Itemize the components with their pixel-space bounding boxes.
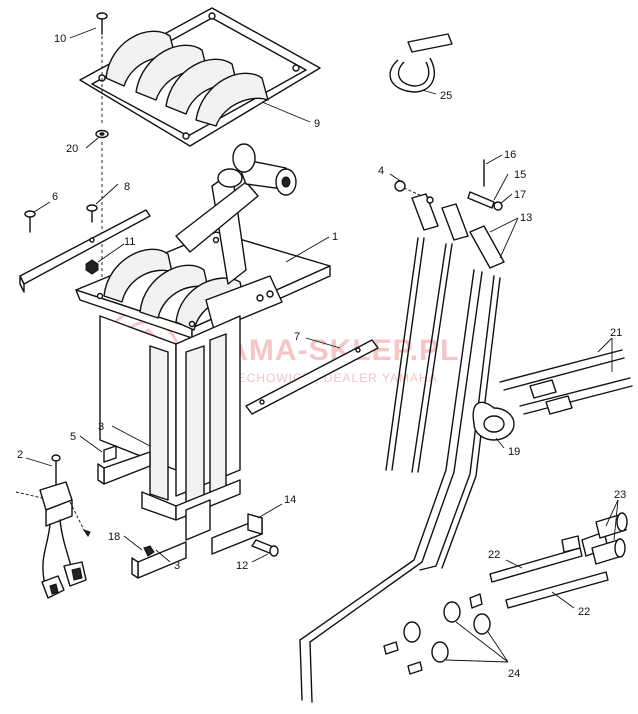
callout-21: 21: [610, 327, 622, 339]
callout-5: 5: [70, 431, 76, 443]
callout-6: 6: [52, 191, 58, 203]
callout-23: 23: [614, 489, 626, 501]
callout-19: 19: [508, 446, 520, 458]
callout-20: 20: [66, 143, 78, 155]
callout-14: 14: [284, 494, 296, 506]
callout-3-upper: 3: [98, 421, 104, 433]
control-box-assembly: [75, 143, 331, 541]
bracket-strap: [245, 339, 379, 415]
callout-16: 16: [504, 149, 516, 161]
callout-11: 11: [124, 236, 135, 248]
callout-1: 1: [332, 231, 338, 243]
callout-25: 25: [440, 90, 452, 102]
callout-4: 4: [378, 165, 384, 177]
callout-22-upper: 22: [488, 549, 500, 561]
callout-7: 7: [294, 331, 300, 343]
callout-3-lower: 3: [174, 560, 180, 572]
cover-screw: [95, 12, 109, 290]
cable-connectors: [394, 159, 505, 269]
watermark-subtitle: UCIECHOWICZ | DEALER YAMAHA: [214, 371, 438, 385]
callout-18: 18: [108, 531, 120, 543]
cable-clamp: [389, 33, 453, 93]
cover-plate: [79, 7, 321, 147]
callout-22-lower: 22: [578, 606, 590, 618]
callout-15: 15: [514, 169, 526, 181]
callout-2: 2: [17, 449, 23, 461]
grommet: [472, 401, 515, 441]
cable-ends: [499, 349, 633, 415]
callout-24: 24: [508, 668, 520, 680]
neutral-switch: [15, 454, 91, 599]
friction-plate: [19, 204, 151, 293]
leader-lines: [25, 27, 619, 663]
callout-12: 12: [236, 560, 248, 572]
callout-9: 9: [314, 118, 320, 130]
callout-10: 10: [54, 33, 66, 45]
cable-joints: [383, 512, 628, 675]
mounting-brackets: [97, 445, 279, 579]
callout-8: 8: [124, 181, 130, 193]
callout-17: 17: [514, 189, 526, 201]
control-cables: [299, 237, 501, 703]
callout-13: 13: [520, 212, 532, 224]
callout-labels: 1 2 3 3 4 5 6 7 8 9 10 11 12 13 14 15 16…: [17, 33, 626, 680]
